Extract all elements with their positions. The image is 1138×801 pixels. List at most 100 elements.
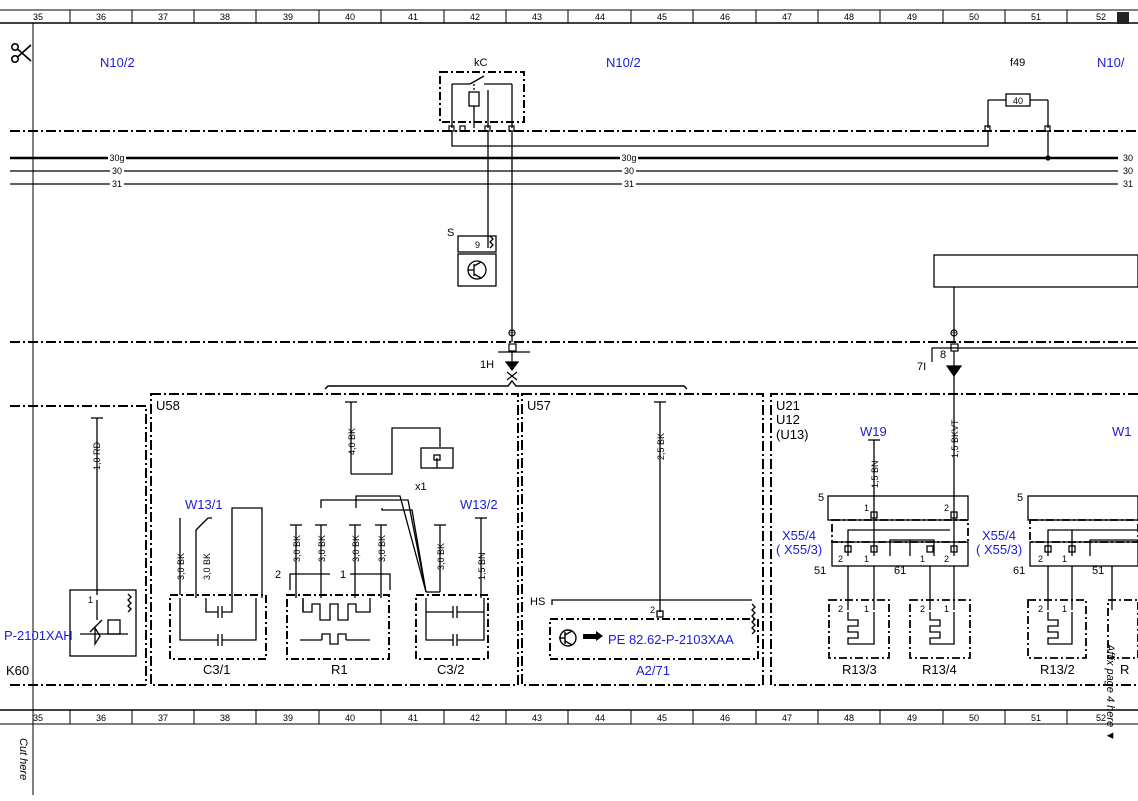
ruler-number: 36 (96, 12, 106, 22)
plus-mark: + (951, 328, 956, 338)
ruler-number: 37 (158, 713, 168, 723)
pin-label: 61 (1013, 565, 1025, 577)
s-module (457, 235, 497, 287)
label-7i: 7I (917, 361, 926, 373)
label-x1: x1 (415, 481, 427, 493)
plus-mark: + (509, 328, 514, 338)
pin-label: 2 (650, 605, 655, 615)
ruler-number: 43 (532, 713, 542, 723)
wire-label: 2,5 BK (656, 433, 666, 460)
ruler-number: 46 (720, 713, 730, 723)
label-u13: (U13) (776, 427, 809, 442)
u57-wiring (549, 401, 759, 660)
pin-label: 1 (88, 595, 93, 605)
hand-pointer-icon (583, 631, 603, 641)
wire-label: 3,0 BK (436, 543, 446, 570)
pin-label: 51 (814, 565, 826, 577)
pin-label: 2 (275, 569, 281, 581)
pin-label: 61 (894, 565, 906, 577)
bus-label: 30g (109, 153, 124, 163)
kc-relay (439, 71, 525, 128)
module-box (933, 254, 1138, 288)
ref-a2-71: A2/71 (636, 663, 670, 678)
ruler-number: 44 (595, 713, 605, 723)
pin-label: 5 (818, 492, 824, 504)
u58-wiring (169, 401, 489, 660)
pin-label: 1 (864, 554, 869, 564)
wire-label: 1,5 BN (870, 460, 880, 488)
ruler-number: 52 (1096, 12, 1106, 22)
ruler-number: 50 (969, 713, 979, 723)
ref-x55-3: ( X55/3) (976, 542, 1022, 557)
ref-pe-82-62: PE 82.62-P-2103XAA (608, 632, 734, 647)
label-u58: U58 (156, 398, 180, 413)
wire-label: 3,0 BK (317, 535, 327, 562)
label-u57: U57 (527, 398, 551, 413)
pin-label: 2 (1038, 604, 1043, 614)
pin-label: 1 (920, 554, 925, 564)
label-r-partial: R (1120, 662, 1129, 677)
pin-label: 2 (838, 604, 843, 614)
wire-label: 3,0 BK (351, 535, 361, 562)
label-c3-1: C3/1 (203, 662, 230, 677)
wire-label: 1,5 BKVT (950, 419, 960, 458)
pin-label: 9 (475, 240, 480, 250)
label-kc: kC (474, 57, 488, 69)
ruler-number: 38 (220, 713, 230, 723)
transistor-icon (559, 629, 577, 647)
ruler-number: 43 (532, 12, 542, 22)
page-corner-icon (1117, 12, 1129, 24)
pin-label: 2 (920, 604, 925, 614)
ruler-number: 45 (657, 713, 667, 723)
ruler-number: 49 (907, 713, 917, 723)
ruler-number: 50 (969, 12, 979, 22)
pin-label: 2 (1038, 554, 1043, 564)
bus-lines (10, 156, 1120, 185)
ruler-number: 51 (1031, 713, 1041, 723)
bus-label: 31 (624, 179, 634, 189)
ref-x55-4: X55/4 (782, 528, 816, 543)
top-ruler: 35 36 37 38 39 40 41 42 43 44 45 46 47 4… (0, 9, 1138, 24)
ruler-number: 47 (782, 713, 792, 723)
ruler-number: 46 (720, 12, 730, 22)
pin-label: 1 (864, 604, 869, 614)
ruler-number: 42 (470, 12, 480, 22)
cut-here-text: Cut here (17, 738, 29, 780)
ruler-number: 37 (158, 12, 168, 22)
ref-w13-1: W13/1 (185, 497, 223, 512)
bus-label: 30 (1123, 166, 1133, 176)
bus-label: 31 (112, 179, 122, 189)
ruler-number: 48 (844, 12, 854, 22)
affix-page-text: Affix page 4 here ▼ (1104, 643, 1116, 741)
ruler-number: 40 (345, 713, 355, 723)
label-n10-2-partial: N10/ (1097, 55, 1125, 70)
bus-label: 30 (1123, 153, 1133, 163)
pin-label: 1 (1062, 604, 1067, 614)
wire-label: 3,0 BK (377, 535, 387, 562)
label-hs: HS (530, 596, 545, 608)
fuse-rating: 40 (1013, 96, 1023, 106)
ruler-number: 36 (96, 713, 106, 723)
ruler-number: 51 (1031, 12, 1041, 22)
bottom-ruler: 35 36 37 38 39 40 41 42 43 44 45 46 47 4… (0, 709, 1138, 725)
wire-label: 3,0 BK (292, 535, 302, 562)
label-f49: f49 (1010, 57, 1025, 69)
ruler-number: 48 (844, 713, 854, 723)
label-k60: K60 (6, 663, 29, 678)
bus-label: 30 (624, 166, 634, 176)
ruler-number: 44 (595, 12, 605, 22)
pin-label: 5 (1017, 492, 1023, 504)
label-c3-2: C3/2 (437, 662, 464, 677)
pin-label: 1 (1062, 554, 1067, 564)
ruler-number: 52 (1096, 713, 1106, 723)
pin-label: 2 (944, 554, 949, 564)
ref-p2101: P-2101XAH (4, 628, 73, 643)
connector-1h (498, 329, 530, 381)
ruler-number: 45 (657, 12, 667, 22)
label-r1: R1 (331, 662, 348, 677)
wire-label: 1,5 BN (477, 552, 487, 580)
label-r13-2: R13/2 (1040, 662, 1075, 677)
ruler-number: 41 (408, 713, 418, 723)
ruler-number: 35 (33, 713, 43, 723)
wire-label: 3,0 BK (202, 553, 212, 580)
